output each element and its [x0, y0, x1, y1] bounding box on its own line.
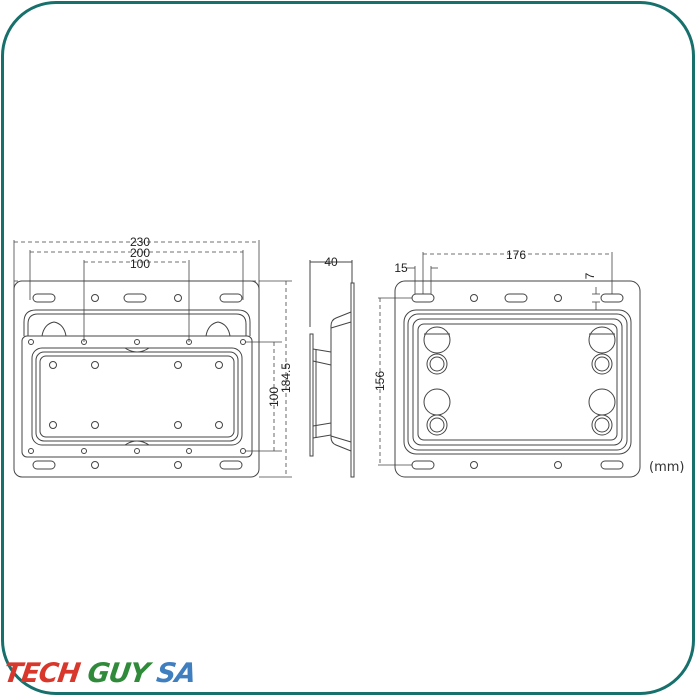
dim-15: 15 [394, 261, 408, 275]
unit-label: (mm) [649, 460, 685, 475]
dim-184-5: 184.5 [279, 363, 293, 393]
front-view-front-plate [21, 335, 253, 458]
dim-230: 230 [130, 235, 150, 249]
tech-guy-sa-logo: TECH GUY SA [2, 658, 197, 689]
dim-100-vertical: 100 [267, 387, 281, 407]
dim-176: 176 [506, 248, 526, 262]
logo-part-sa: SA [154, 658, 198, 689]
dim-200: 200 [130, 246, 150, 260]
logo-part-guy: GUY [85, 658, 159, 689]
logo-part-tech: TECH [1, 658, 90, 689]
dim-100-horizontal: 100 [130, 257, 150, 271]
side-view [309, 260, 355, 478]
dim-7: 7 [583, 272, 597, 279]
dim-40: 40 [324, 255, 338, 269]
back-view-dimension-lines [378, 252, 613, 466]
dim-156: 156 [373, 371, 387, 391]
back-view [394, 280, 641, 478]
front-view-dimension-lines [13, 240, 292, 478]
